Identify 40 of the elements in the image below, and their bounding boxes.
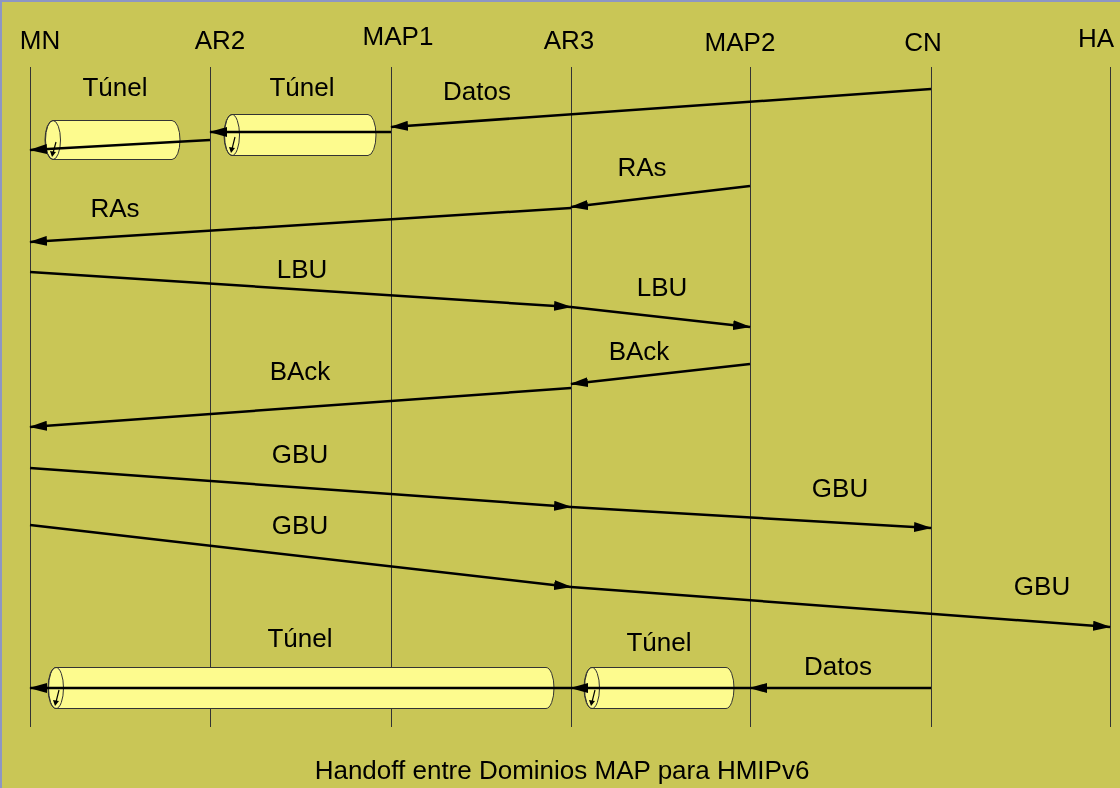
participant-label: MAP1 — [362, 21, 434, 51]
caption: Handoff entre Dominios MAP para HMIPv6 — [314, 755, 810, 785]
edge-label: Datos — [443, 76, 511, 106]
message-arrow — [29, 466, 572, 511]
edge-label: GBU — [271, 510, 329, 540]
message-arrow — [570, 585, 1111, 631]
edge-label: RAs — [617, 152, 667, 182]
edge-label: Túnel — [626, 627, 692, 657]
tunnel-arrow — [29, 138, 211, 155]
message-arrow — [570, 305, 751, 331]
edge-label: Túnel — [267, 623, 333, 653]
edge-label: GBU — [811, 473, 869, 503]
message-arrow — [570, 184, 751, 210]
edge-label: Datos — [804, 651, 872, 681]
edge-label: LBU — [276, 254, 328, 284]
edge-label: GBU — [271, 439, 329, 469]
message-arrow — [29, 523, 572, 591]
participant-label: HA — [1077, 23, 1115, 53]
participant-label: MAP2 — [704, 27, 776, 57]
message-arrow — [570, 505, 932, 532]
participant-label: AR2 — [194, 25, 246, 55]
message-arrow — [570, 362, 751, 388]
edge-label: Túnel — [82, 72, 148, 102]
message-arrow — [29, 386, 572, 431]
message-arrow — [390, 87, 932, 131]
edge-label: BAck — [269, 356, 331, 386]
edge-label: RAs — [90, 193, 140, 223]
message-arrow — [29, 270, 572, 311]
message-arrow — [29, 206, 572, 246]
message-arrow — [749, 683, 931, 693]
participant-label: MN — [19, 25, 61, 55]
edge-label: GBU — [1013, 571, 1071, 601]
edge-label: Túnel — [269, 72, 335, 102]
tunnel-arrow — [29, 683, 571, 693]
edge-label: BAck — [608, 336, 670, 366]
edge-label: LBU — [636, 272, 688, 302]
participant-label: CN — [904, 27, 942, 57]
tunnel-arrow — [209, 127, 391, 137]
tunnel-arrow — [570, 683, 750, 693]
participant-label: AR3 — [543, 25, 595, 55]
